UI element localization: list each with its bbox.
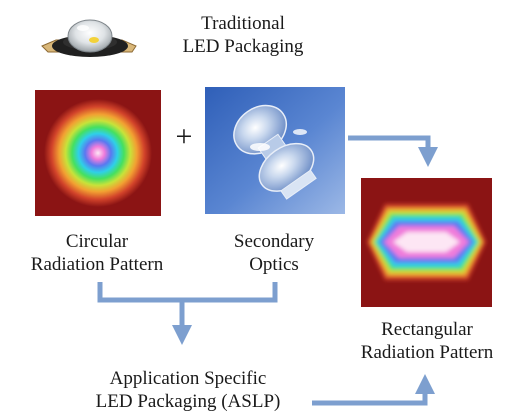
aslp-label-line-1: Application Specific	[109, 368, 267, 389]
traditional-led-packaging-label: Traditional LED Packaging	[177, 12, 309, 58]
circular-radiation-pattern-label: Circular Radiation Pattern	[12, 230, 182, 276]
secondary-optics-lens-photo	[205, 87, 345, 214]
rectangular-radiation-pattern-label: Rectangular Radiation Pattern	[344, 318, 510, 364]
rectangular-label-line-1: Rectangular	[381, 319, 473, 340]
circular-radiation-pattern	[35, 90, 161, 216]
aslp-label: Application Specific LED Packaging (ASLP…	[68, 367, 308, 413]
optics-to-rect-arrow	[348, 135, 438, 167]
aslp-label-line-2: LED Packaging (ASLP)	[95, 391, 281, 412]
aslp-to-rect-arrow	[312, 374, 435, 406]
merge-arrow	[97, 282, 278, 303]
secondary-label-line-2: Optics	[249, 254, 299, 275]
plus-sign: +	[175, 120, 193, 153]
rectangular-label-line-2: Radiation Pattern	[360, 342, 494, 363]
led-package-photo	[41, 19, 137, 57]
secondary-label-line-1: Secondary	[233, 231, 315, 252]
traditional-label-line-1: Traditional	[201, 13, 285, 34]
rectangular-radiation-pattern	[361, 178, 492, 307]
traditional-label-line-2: LED Packaging	[182, 36, 304, 57]
secondary-optics-label: Secondary Optics	[214, 230, 334, 276]
circular-label-line-2: Radiation Pattern	[30, 254, 164, 275]
circular-label-line-1: Circular	[65, 231, 129, 252]
